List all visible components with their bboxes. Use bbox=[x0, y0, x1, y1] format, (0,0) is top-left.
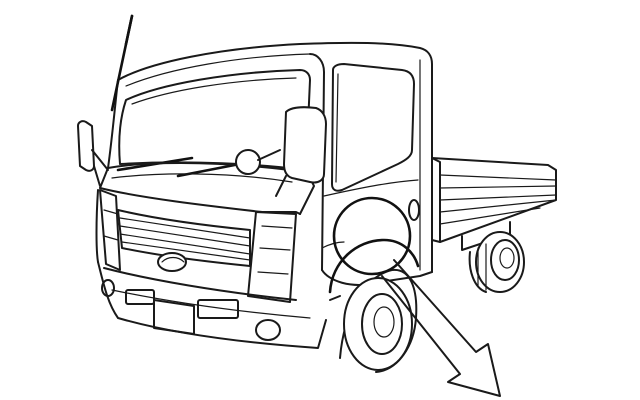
mirror-left bbox=[77, 120, 109, 187]
wheel-arch bbox=[328, 238, 420, 294]
grille bbox=[117, 209, 251, 272]
front-bumper bbox=[97, 261, 327, 349]
headlight-left bbox=[99, 189, 121, 271]
cab-body bbox=[107, 41, 433, 301]
logo-badge bbox=[157, 252, 187, 272]
headlight-right bbox=[247, 211, 297, 303]
mirror-right bbox=[235, 106, 327, 197]
fog-lamp bbox=[255, 319, 281, 341]
wipers bbox=[116, 156, 252, 178]
callout bbox=[332, 196, 501, 397]
callout-arrow bbox=[381, 259, 501, 397]
rear-wheel bbox=[468, 231, 525, 293]
windshield bbox=[118, 69, 311, 171]
mirror-under bbox=[235, 149, 261, 175]
callout-circle bbox=[332, 196, 412, 276]
